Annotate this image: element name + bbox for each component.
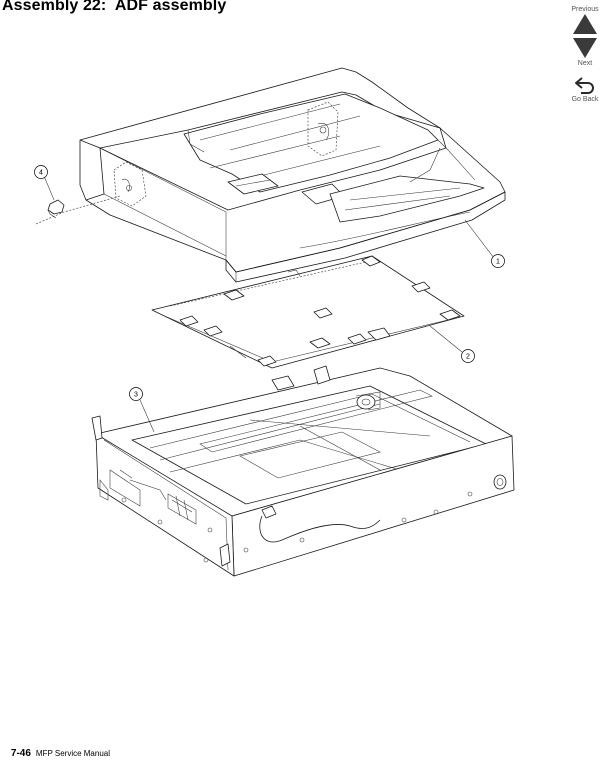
svg-text:3: 3 [134,392,138,399]
callout-4: 4 [34,165,48,179]
go-back-arrow-icon [574,77,594,94]
callout-3: 3 [129,387,143,401]
scanner-base [91,365,515,577]
screw-part [35,175,121,225]
go-back-label: Go Back [571,96,599,103]
next-button[interactable]: Next [572,37,598,67]
callout-2: 2 [461,349,475,363]
page-number: 7-46 [10,748,31,759]
svg-text:2: 2 [466,354,470,361]
down-triangle-icon [573,38,597,58]
callout-1: 1 [491,254,505,268]
up-triangle-icon [572,14,597,34]
previous-label: Previous [571,6,599,13]
page-footer: 7-46 MFP Service Manual [2,725,110,761]
svg-text:4: 4 [39,170,43,177]
adf-top-unit [79,67,506,283]
next-label: Next [577,60,593,67]
navigation-panel: Previous Next Go Back [562,0,608,103]
go-back-button[interactable]: Go Back [571,75,599,103]
manual-name: MFP Service Manual [35,749,111,758]
document-plate [151,255,465,369]
previous-button[interactable]: Previous [571,0,599,35]
svg-text:1: 1 [496,259,500,266]
page-title: Assembly 22: ADF assembly [2,0,227,14]
